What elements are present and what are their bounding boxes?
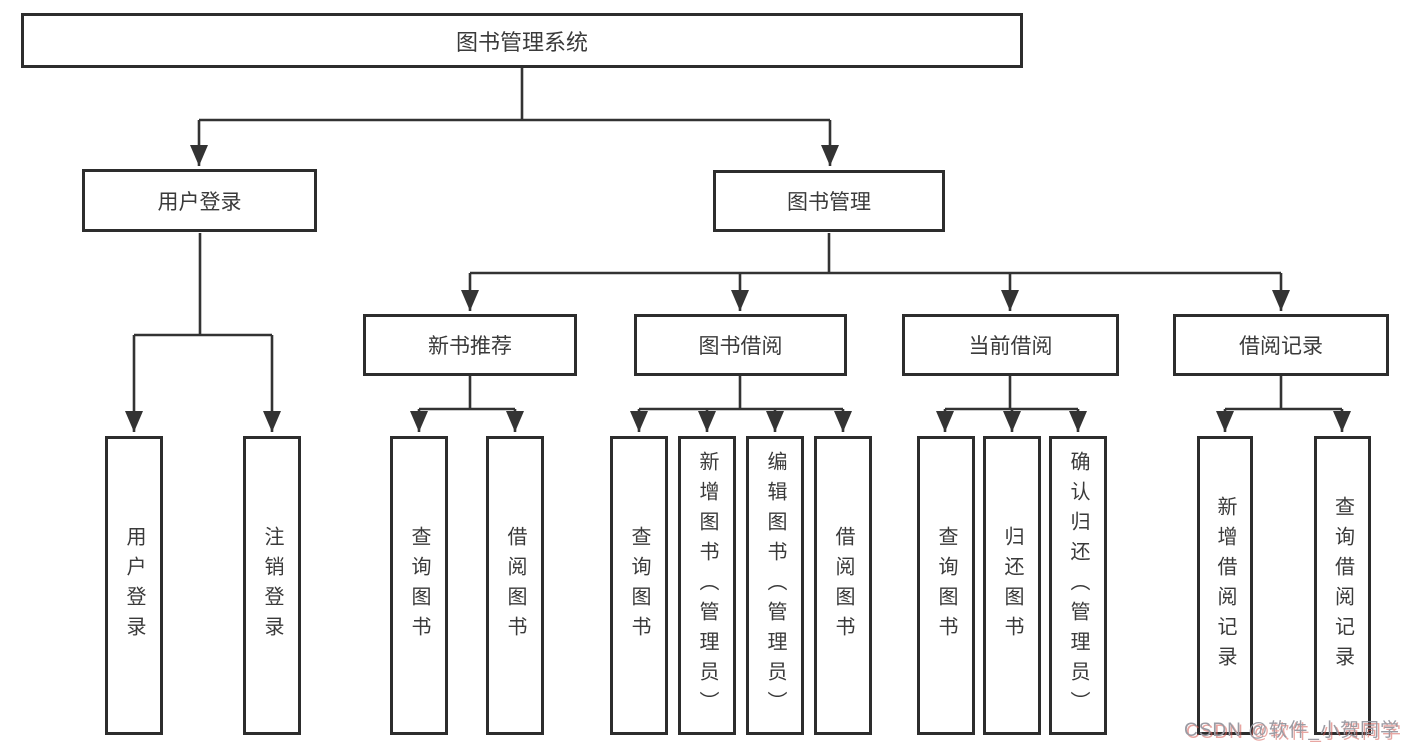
leaf-current-query-books: 查询图书	[917, 436, 975, 735]
node-user-login-branch: 用户登录	[82, 169, 317, 232]
node-label: 当前借阅	[968, 335, 1053, 358]
node-root-system: 图书管理系统	[21, 13, 1023, 68]
node-label: 注销登录	[261, 525, 283, 646]
node-label: 归还图书	[1001, 525, 1023, 646]
node-label: 确认归还（管理员）	[1067, 450, 1089, 721]
leaf-add-books-admin: 新增图书（管理员）	[678, 436, 736, 735]
node-book-management: 图书管理	[713, 170, 945, 232]
node-label: 借阅图书	[832, 525, 854, 646]
leaf-logout: 注销登录	[243, 436, 301, 735]
leaf-confirm-return-admin: 确认归还（管理员）	[1049, 436, 1107, 735]
leaf-query-borrow-record: 查询借阅记录	[1314, 436, 1371, 735]
node-label: 新增借阅记录	[1214, 495, 1236, 676]
node-book-borrow: 图书借阅	[634, 314, 847, 376]
node-label: 用户登录	[157, 190, 242, 214]
node-label: 新书推荐	[428, 335, 512, 358]
leaf-borrow-query-books: 查询图书	[610, 436, 668, 735]
leaf-return-books: 归还图书	[983, 436, 1041, 735]
leaf-recommend-borrow-books: 借阅图书	[486, 436, 544, 735]
node-label: 用户登录	[123, 525, 145, 646]
leaf-add-borrow-record: 新增借阅记录	[1197, 436, 1253, 735]
leaf-user-login: 用户登录	[105, 436, 163, 735]
node-label: 图书管理系统	[455, 29, 588, 55]
node-label: 查询图书	[935, 525, 957, 646]
node-label: 图书管理	[787, 191, 871, 214]
node-label: 查询图书	[628, 525, 650, 646]
node-label: 借阅记录	[1239, 335, 1323, 358]
node-label: 新增图书（管理员）	[696, 450, 718, 721]
node-new-book-recommend: 新书推荐	[363, 314, 577, 376]
leaf-edit-books-admin: 编辑图书（管理员）	[746, 436, 804, 735]
node-borrow-records: 借阅记录	[1173, 314, 1389, 376]
node-current-borrow: 当前借阅	[902, 314, 1119, 376]
leaf-borrow-books: 借阅图书	[814, 436, 872, 735]
node-label: 编辑图书（管理员）	[764, 450, 786, 721]
csdn-watermark: CSDN @软件_小贺同学	[1184, 720, 1400, 741]
node-label: 借阅图书	[504, 525, 526, 646]
node-label: 查询借阅记录	[1331, 495, 1354, 676]
leaf-recommend-query-books: 查询图书	[390, 436, 448, 735]
node-label: 图书借阅	[698, 335, 783, 358]
node-label: 查询图书	[408, 525, 430, 646]
